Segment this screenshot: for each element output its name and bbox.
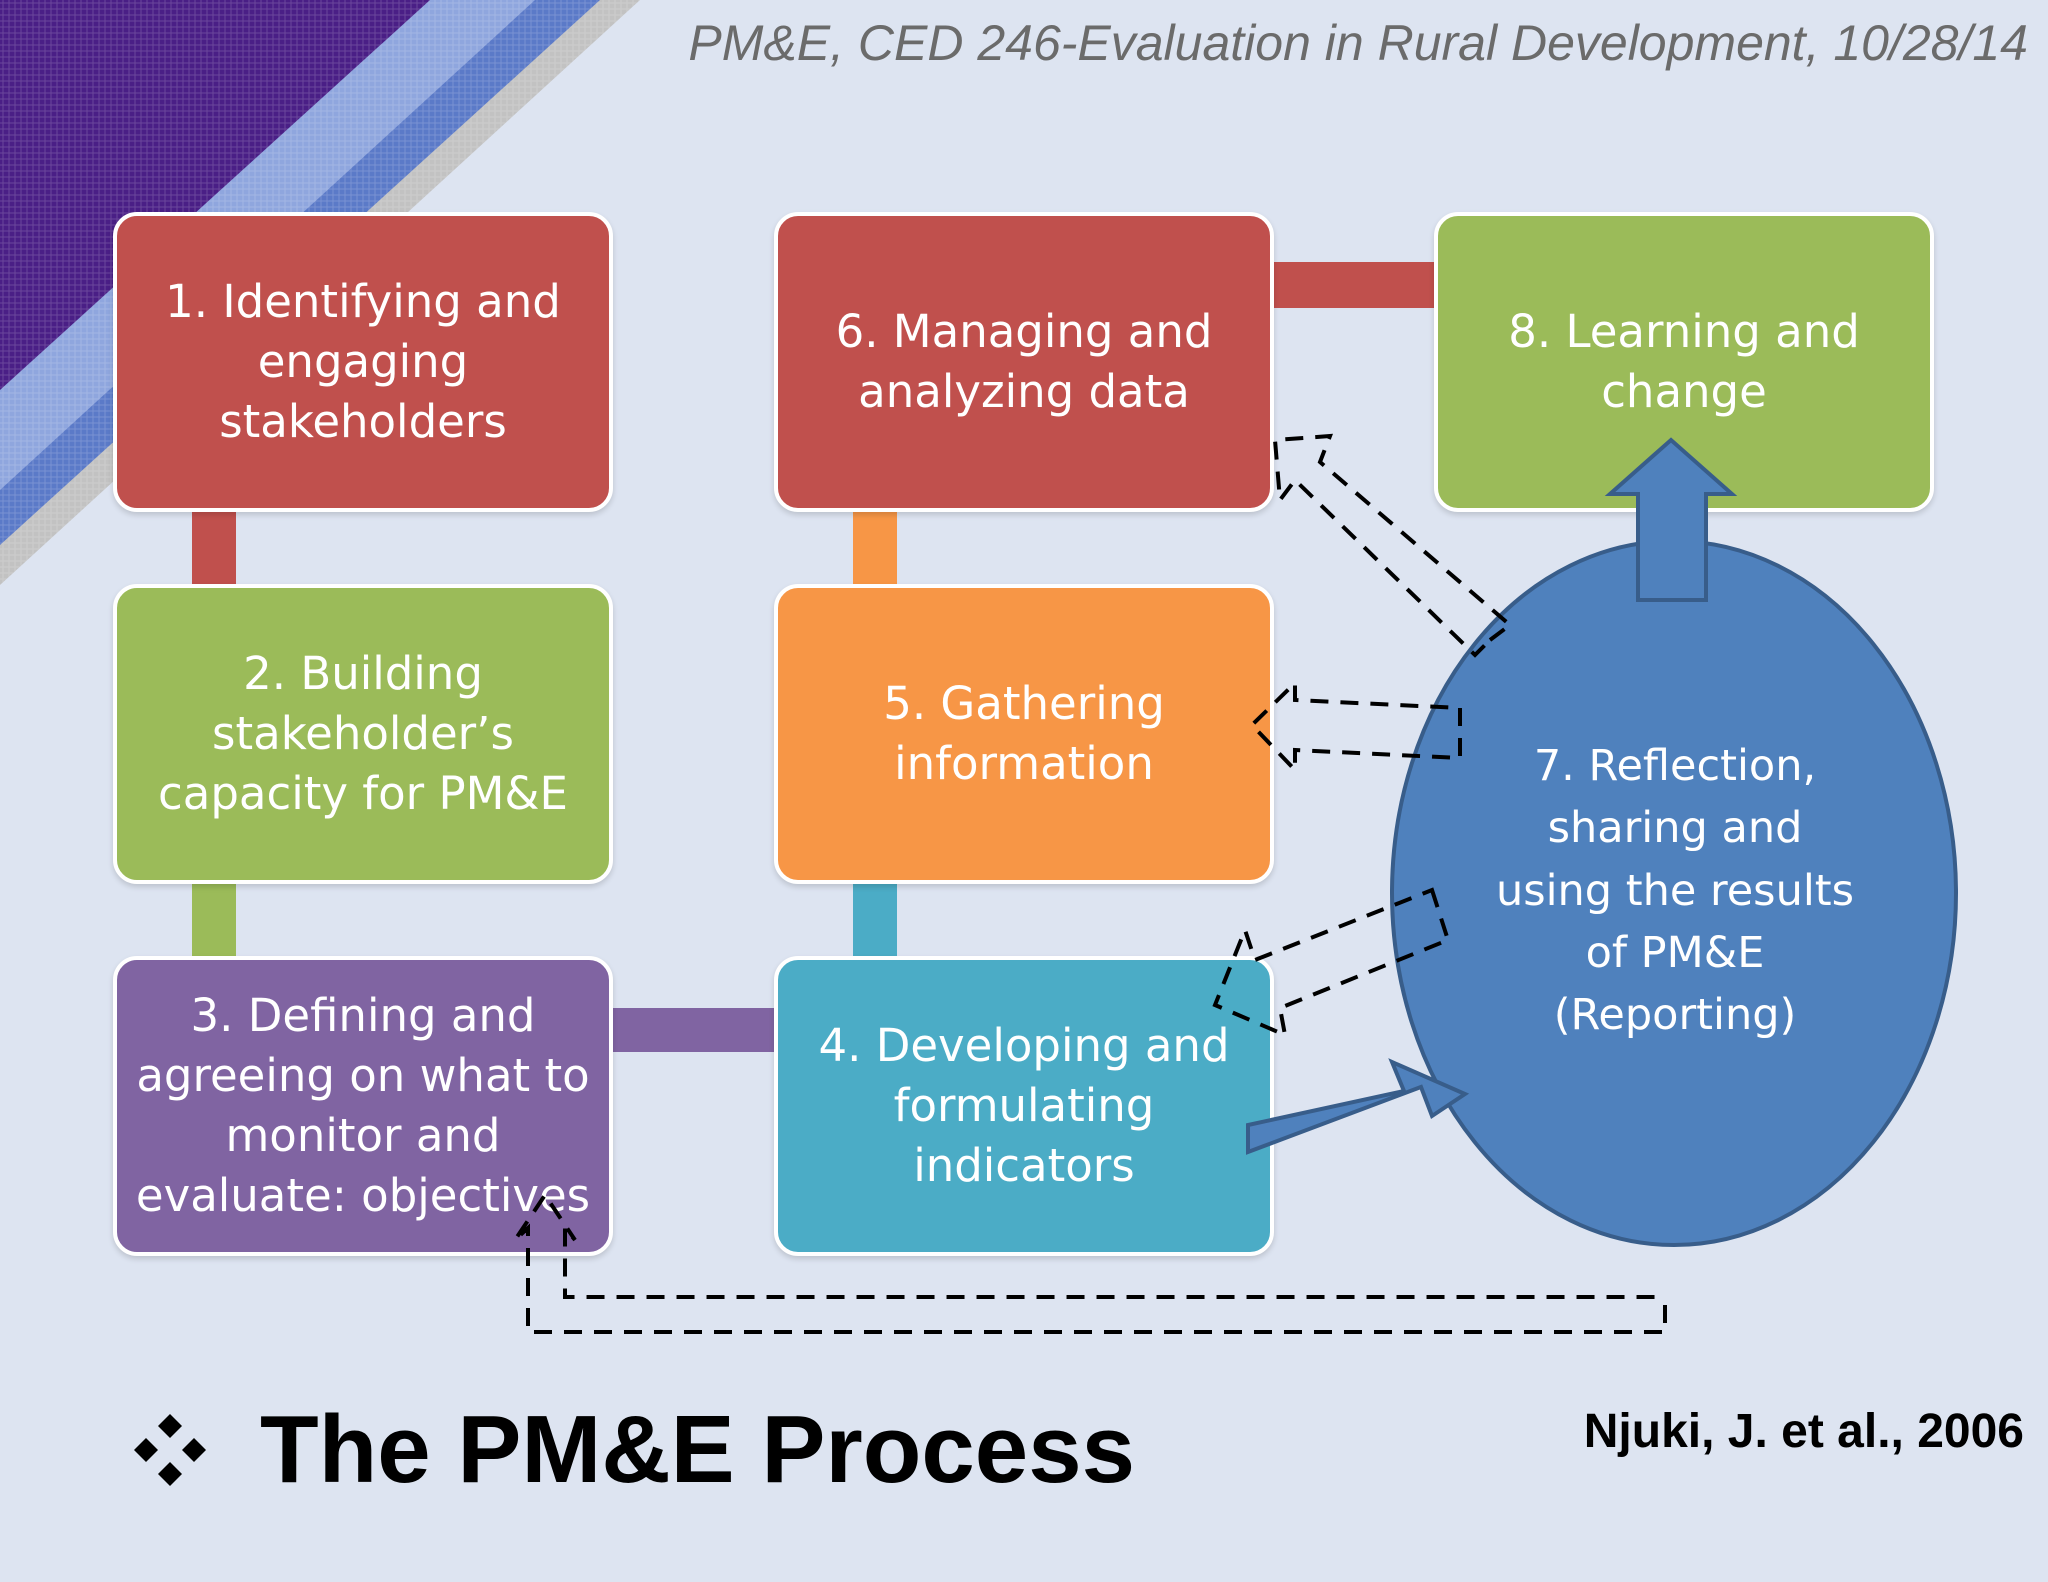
step-6-box: 6. Managing and analyzing data bbox=[774, 212, 1274, 512]
step-1-label: 1. Identifying and engaging stakeholders bbox=[165, 275, 561, 448]
step-4-box: 4. Developing and formulating indicators bbox=[774, 956, 1274, 1256]
citation: Njuki, J. et al., 2006 bbox=[1583, 1405, 2024, 1458]
header-title: PM&E, CED 246-Evaluation in Rural Develo… bbox=[688, 15, 2028, 71]
connector-2-3 bbox=[192, 880, 236, 960]
step-8-label: 8. Learning and change bbox=[1508, 305, 1860, 418]
step-2-box: 2. Building stakeholder’s capacity for P… bbox=[113, 584, 613, 884]
four-diamond-bullet-icon bbox=[134, 1414, 206, 1486]
step-5-label: 5. Gathering information bbox=[883, 677, 1165, 790]
step-3-box: 3. Defining and agreeing on what to moni… bbox=[113, 956, 613, 1256]
arrow-4-to-7 bbox=[1246, 1058, 1470, 1155]
footer-title-row: The PM&E Process bbox=[130, 1395, 1135, 1505]
step-3-label: 3. Defining and agreeing on what to moni… bbox=[135, 989, 591, 1222]
step-6-label: 6. Managing and analyzing data bbox=[835, 305, 1213, 418]
connector-6-8 bbox=[1270, 262, 1438, 308]
connector-3-4 bbox=[610, 1008, 780, 1052]
step-2-label: 2. Building stakeholder’s capacity for P… bbox=[158, 647, 568, 820]
step-5-box: 5. Gathering information bbox=[774, 584, 1274, 884]
step-4-label: 4. Developing and formulating indicators bbox=[818, 1019, 1230, 1192]
step-8-box: 8. Learning and change bbox=[1434, 212, 1934, 512]
slide-title: The PM&E Process bbox=[260, 1396, 1135, 1503]
step-1-box: 1. Identifying and engaging stakeholders bbox=[113, 212, 613, 512]
connector-5-6 bbox=[853, 508, 897, 588]
connector-4-5 bbox=[853, 880, 897, 960]
step-7-label: 7. Reflection, sharing and using the res… bbox=[1495, 741, 1855, 1041]
connector-1-2 bbox=[192, 508, 236, 588]
